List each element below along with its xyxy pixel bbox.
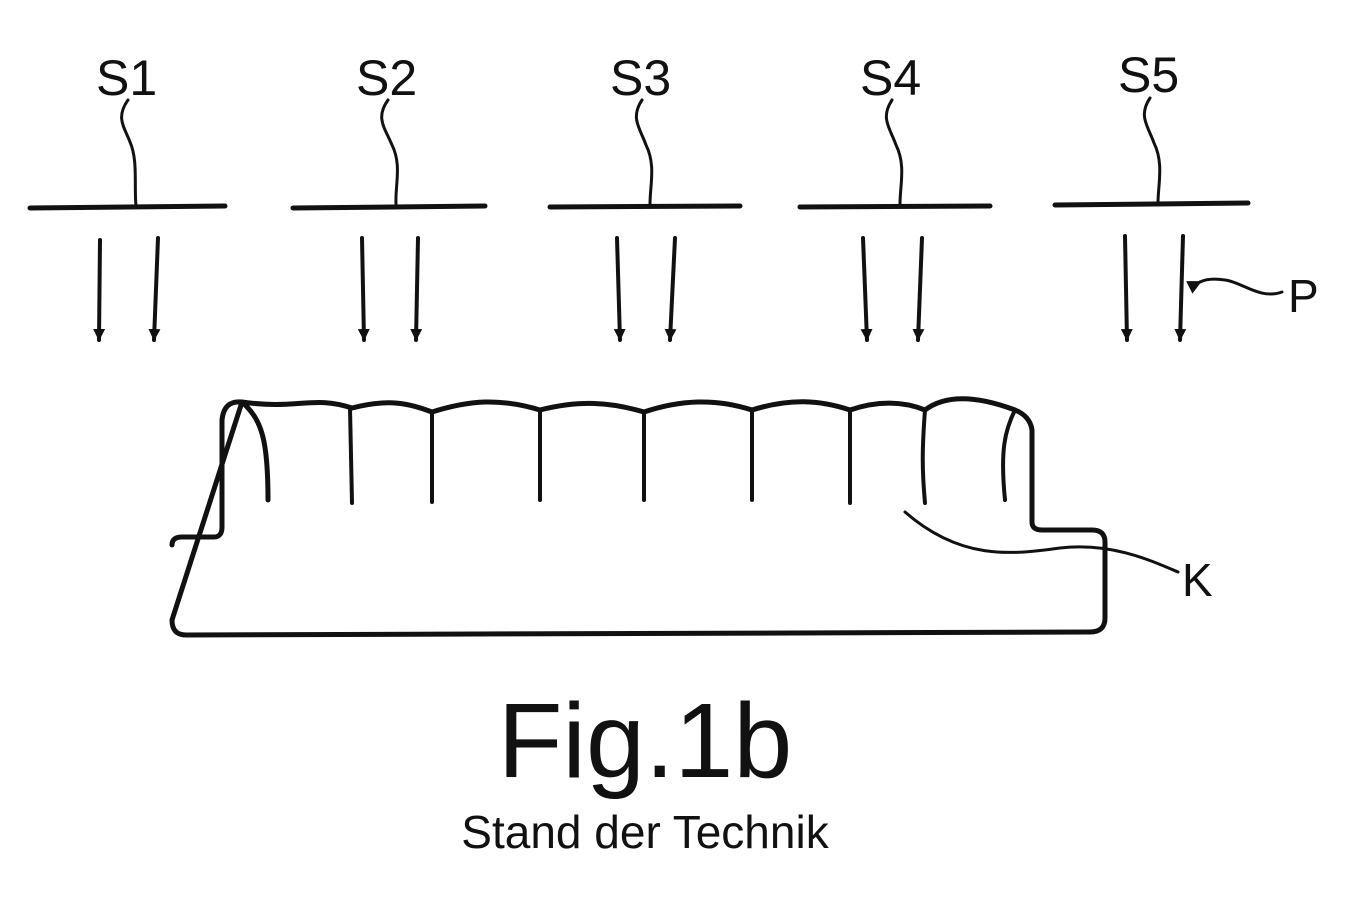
workpiece-body [172,399,1105,635]
segment-label-s2: S2 [356,50,417,106]
arrow-s2-right [416,238,418,340]
segment-line-s5 [1055,203,1248,205]
segment-line-s1 [30,206,225,208]
segment-s3: S3 [550,50,740,340]
body-reference-leader [905,512,1178,572]
segment-label-s4: S4 [860,50,921,106]
leader-line-s1 [122,100,136,206]
workpiece-outline [172,399,1105,635]
segment-s1: S1 [30,50,225,340]
groove-7 [923,410,925,503]
leader-line-s4 [886,100,901,204]
segment-s2: S2 [293,50,485,340]
leader-line-s2 [382,100,398,204]
figure-subcaption: Stand der Technik [461,806,829,858]
body-reference-label: K [1182,554,1213,606]
arrow-reference-label: P [1288,270,1319,322]
figure-caption: Fig.1b [498,682,793,800]
groove-1 [350,408,352,503]
segment-line-s2 [293,206,485,208]
arrow-reference: P [1200,270,1319,322]
segment-s5: S5 [1055,47,1248,340]
arrow-s3-right [670,238,675,340]
arrow-s2-left [362,238,364,340]
leader-line-s3 [636,100,651,204]
arrow-s4-right [918,238,922,340]
arrow-s1-left [99,240,100,340]
groove-8 [1003,410,1015,500]
arrow-s5-left [1125,236,1127,340]
body-reference: K [905,512,1213,606]
segment-s4: S4 [800,50,990,340]
leader-line-s5 [1144,98,1159,203]
segment-line-s4 [800,206,990,207]
arrow-s5-right [1180,236,1183,340]
arrow-s1-right [154,238,158,340]
segment-label-s3: S3 [610,50,671,106]
segment-line-s3 [550,206,740,207]
segment-label-s5: S5 [1118,47,1179,103]
arrow-reference-leader [1200,279,1282,294]
arrow-s4-left [863,238,867,340]
segment-label-s1: S1 [96,50,157,106]
arrow-s3-left [617,238,620,340]
